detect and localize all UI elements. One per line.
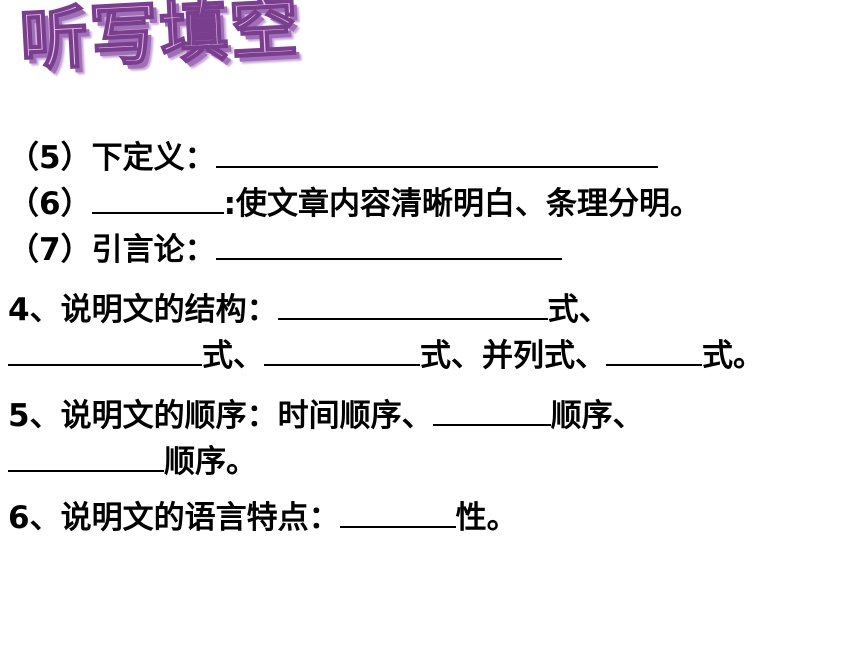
item-4-suffix-3: 式、并列式、 (420, 338, 606, 374)
item-5o-blank-2[interactable] (8, 444, 164, 472)
item-7-quote: （7）引言论： (8, 232, 562, 268)
item-6-clarity: （6） :使文章内容清晰明白、条理分明。 (8, 186, 701, 222)
item-5-order: 5、说明文的顺序：时间顺序、 顺序、 (8, 398, 644, 434)
item-7-label: （7）引言论： (8, 232, 216, 268)
item-5-define: （5）下定义： (8, 140, 658, 176)
item-4-suffix-2: 式、 (202, 338, 264, 374)
item-5o-label: 5、说明文的顺序：时间顺序、 (8, 398, 433, 434)
item-6-text: :使文章内容清晰明白、条理分明。 (223, 186, 701, 222)
item-4-label: 4、说明文的结构： (8, 292, 278, 328)
item-6-language: 6、说明文的语言特点： 性。 (8, 500, 518, 536)
item-6-blank[interactable] (91, 186, 224, 214)
page-title: 听写填空 (17, 0, 303, 82)
item-5-label: （5）下定义： (8, 140, 216, 176)
item-4-suffix-4: 式。 (702, 338, 764, 374)
item-5o-suffix-1: 顺序、 (550, 398, 644, 434)
item-4-structure-cont: 式、 式、并列式、 式。 (8, 338, 764, 374)
item-4-structure: 4、说明文的结构： 式、 (8, 292, 610, 328)
item-5-blank[interactable] (215, 140, 658, 168)
item-5-order-cont: 顺序。 (8, 444, 257, 480)
item-4-blank-3[interactable] (264, 338, 420, 366)
item-6l-blank[interactable] (339, 500, 456, 528)
item-5o-suffix-2: 顺序。 (164, 444, 257, 480)
item-4-blank-1[interactable] (277, 292, 548, 320)
item-4-suffix-1: 式、 (547, 292, 610, 328)
item-4-blank-2[interactable] (8, 338, 202, 366)
item-4-blank-4[interactable] (606, 338, 702, 366)
item-7-blank[interactable] (215, 232, 562, 260)
item-6l-suffix: 性。 (455, 500, 518, 536)
item-6-prefix: （6） (8, 186, 92, 222)
item-6l-label: 6、说明文的语言特点： (8, 500, 340, 536)
item-5o-blank-1[interactable] (432, 398, 551, 426)
